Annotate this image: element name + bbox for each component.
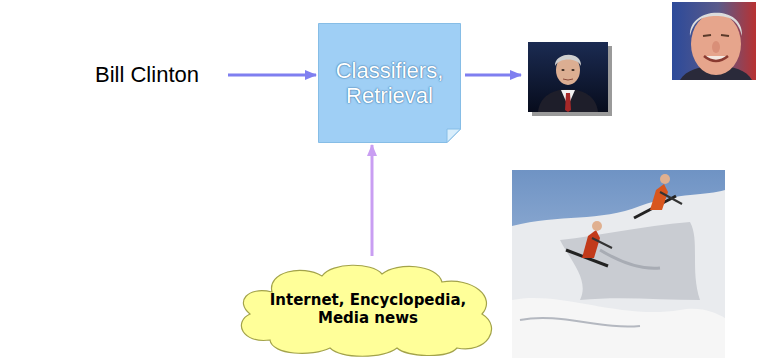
- cloud-label: Internet, Encyclopedia, Media news: [267, 291, 469, 327]
- source-cloud: Internet, Encyclopedia, Media news: [232, 262, 504, 356]
- text-group: Classifiers, Retrieval: [318, 23, 461, 143]
- result-arrow: [465, 74, 521, 77]
- box-body: [319, 24, 461, 143]
- text-group: Internet, Encyclopedia, Media news: [232, 262, 504, 356]
- process-box: Classifiers, Retrieval: [318, 23, 461, 143]
- closeup-photo: [672, 2, 756, 80]
- query-text: Bill Clinton: [72, 55, 222, 95]
- portrait-photo: [528, 42, 612, 116]
- box-label: Classifiers, Retrieval: [323, 58, 456, 109]
- folded-corner: [447, 129, 461, 143]
- flow-arrow: [371, 145, 374, 256]
- text-group: Bill Clinton: [72, 55, 222, 95]
- query-label: Bill Clinton: [95, 62, 199, 88]
- cloud-body: [241, 265, 491, 356]
- skiing-photo: [512, 170, 725, 358]
- flow-arrow: [228, 74, 316, 77]
